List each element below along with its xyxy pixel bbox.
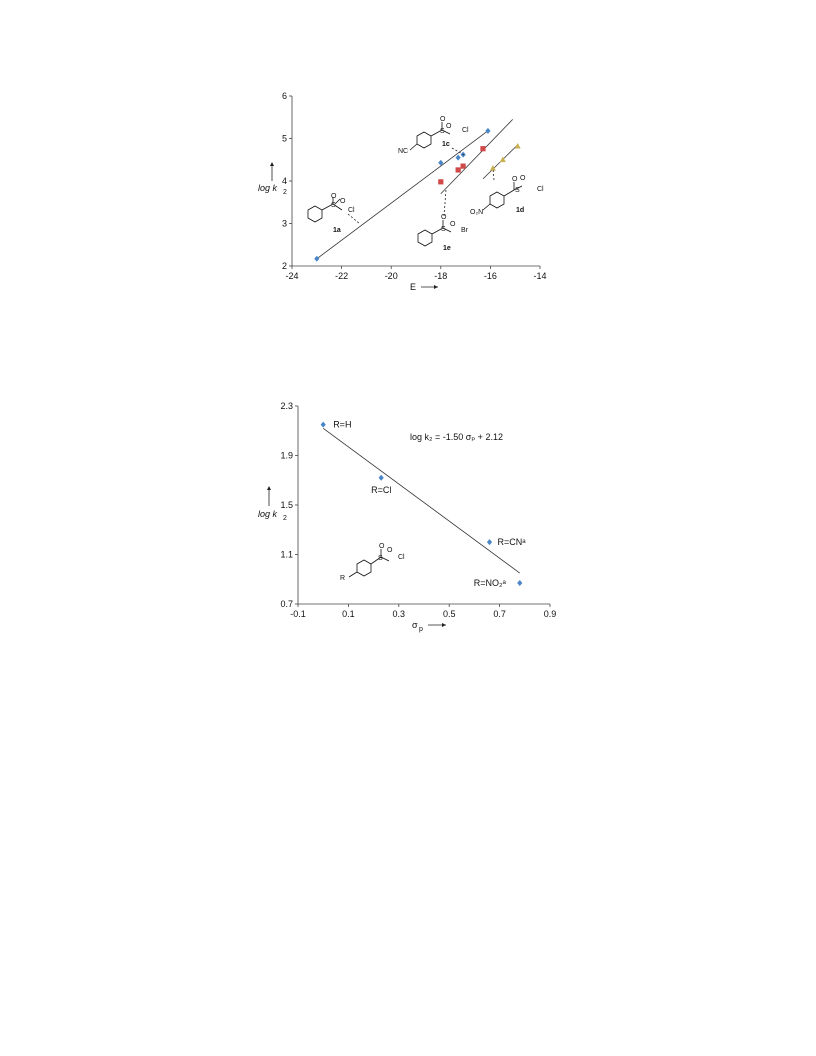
molecule-1d-label: 1d bbox=[516, 207, 524, 214]
molecule-1e-connector bbox=[443, 189, 447, 217]
chart2-y-label: log k bbox=[258, 509, 278, 519]
molecule-1c-connector bbox=[451, 147, 467, 157]
molecule-1a-s: S bbox=[331, 202, 336, 209]
molecule-1e-label: 1e bbox=[443, 245, 451, 252]
molecule-r-s: S bbox=[378, 555, 383, 562]
chart1-y-label-sub: 2 bbox=[283, 189, 287, 196]
molecule-1d-icon bbox=[482, 182, 523, 211]
chart1-x-tick-label: -22 bbox=[335, 271, 348, 281]
molecule-1a-connector bbox=[347, 213, 361, 225]
molecule-r-icon bbox=[348, 549, 390, 578]
chart2-x-tick-label: -0.1 bbox=[290, 609, 306, 619]
chart1-point bbox=[485, 127, 491, 134]
chart1-x-arrowhead-icon bbox=[434, 285, 438, 289]
molecule-1e-s: S bbox=[441, 226, 446, 233]
chart2-fit-line-1 bbox=[322, 427, 520, 574]
molecule-1a-icon bbox=[307, 197, 343, 223]
molecule-r-sub: Cl bbox=[398, 554, 405, 561]
chart1-x-tick-label: -24 bbox=[285, 271, 298, 281]
chart2-x-tick-label: 0.3 bbox=[393, 609, 406, 619]
molecule-1c-label: 1c bbox=[442, 141, 450, 148]
molecule-1a-o2: O bbox=[340, 198, 346, 205]
chart1-point bbox=[480, 146, 486, 152]
chart2-point-label: R=Cl bbox=[371, 485, 391, 495]
chart2-y-tick-label: 0.7 bbox=[280, 599, 293, 609]
chart1-y-label: log k bbox=[258, 183, 278, 193]
chart2-point bbox=[320, 421, 326, 428]
chart1-point bbox=[489, 165, 496, 171]
chart1-x-label: E bbox=[410, 282, 416, 292]
molecule-1d-o: O bbox=[512, 176, 518, 183]
molecule-r-o: O bbox=[379, 543, 385, 550]
molecule-1c-o2: O bbox=[446, 123, 452, 130]
chart2-y-tick-label: 1.1 bbox=[280, 550, 293, 560]
molecule-1e-o2: O bbox=[450, 221, 456, 228]
chart2-x-tick-label: 0.7 bbox=[493, 609, 506, 619]
chart1-y-tick-label: 6 bbox=[282, 91, 287, 101]
chart1-x-tick-label: -16 bbox=[484, 271, 497, 281]
chart1-y-tick-label: 3 bbox=[282, 219, 287, 229]
chart1-point bbox=[438, 159, 444, 166]
molecule-r-o2: O bbox=[387, 547, 393, 554]
chart2-y-tick-label: 1.9 bbox=[280, 451, 293, 461]
molecule-1e-o: O bbox=[441, 214, 447, 221]
chart2-point bbox=[486, 539, 493, 546]
molecule-1c-sub: Cl bbox=[462, 127, 469, 134]
molecule-1d-o2: O bbox=[520, 175, 526, 182]
chart2-equation: log k₂ = -1.50 σₚ + 2.12 bbox=[410, 432, 503, 442]
chart2-y-tick-label: 2.3 bbox=[280, 401, 293, 411]
chart2-point bbox=[378, 474, 384, 481]
molecule-1c-group: NC bbox=[398, 148, 408, 155]
chart1-x-tick-label: -20 bbox=[385, 271, 398, 281]
chart1-point bbox=[460, 163, 466, 169]
molecule-r-group: R bbox=[340, 575, 345, 582]
chart1-y-arrowhead-icon bbox=[270, 162, 274, 166]
chart1-y-tick-label: 2 bbox=[282, 261, 287, 271]
chart1-y-tick-label: 5 bbox=[282, 134, 287, 144]
chart1-point bbox=[455, 154, 461, 161]
chart1-point bbox=[499, 156, 506, 163]
molecule-1d-s: S bbox=[515, 187, 520, 194]
molecule-1c-o: O bbox=[440, 116, 446, 123]
molecule-1e-icon bbox=[417, 220, 452, 247]
molecule-1e-sub: Br bbox=[461, 227, 469, 234]
chart2-x-tick-label: 0.9 bbox=[544, 609, 557, 619]
molecule-1d-sub: Cl bbox=[537, 186, 544, 193]
chart1-point bbox=[314, 255, 320, 262]
chart1-point bbox=[514, 142, 521, 149]
molecule-1a-o: O bbox=[331, 193, 337, 200]
chart-2: -0.1 0.1 0.3 0.5 0.7 0.9 0.7 1.1 1.5 1.9 2.3 R=H R=… bbox=[258, 401, 556, 633]
chart2-point-label: R=H bbox=[333, 420, 351, 430]
chart2-point bbox=[517, 579, 523, 586]
chart2-point-label: R=CNᵃ bbox=[498, 537, 527, 547]
chart2-x-label-sub: p bbox=[419, 626, 423, 633]
chart2-x-arrowhead-icon bbox=[442, 623, 446, 627]
chart2-y-label-sub: 2 bbox=[283, 515, 287, 522]
chart1-point bbox=[438, 179, 444, 185]
chart1-y-tick-label: 4 bbox=[282, 176, 287, 186]
molecule-1d-group: O₂N bbox=[470, 209, 483, 216]
chart2-y-arrowhead-icon bbox=[267, 486, 271, 490]
molecule-1a-sub: Cl bbox=[348, 207, 355, 214]
chart1-fit-line-2 bbox=[440, 119, 514, 195]
chart1-x-tick-label: -18 bbox=[434, 271, 447, 281]
chart2-x-tick-label: 0.5 bbox=[443, 609, 456, 619]
chart2-x-tick-label: 0.1 bbox=[342, 609, 355, 619]
chart2-x-label: σ bbox=[412, 620, 418, 630]
molecule-1c-s: S bbox=[440, 128, 445, 135]
chart2-point-label: R=NO₂ᵃ bbox=[474, 578, 507, 588]
chart1-point bbox=[455, 167, 461, 173]
chart2-y-tick-label: 1.5 bbox=[280, 500, 293, 510]
chart1-x-tick-label: -14 bbox=[533, 271, 546, 281]
molecule-1c-icon bbox=[409, 122, 451, 151]
molecule-1a-label: 1a bbox=[333, 227, 341, 234]
